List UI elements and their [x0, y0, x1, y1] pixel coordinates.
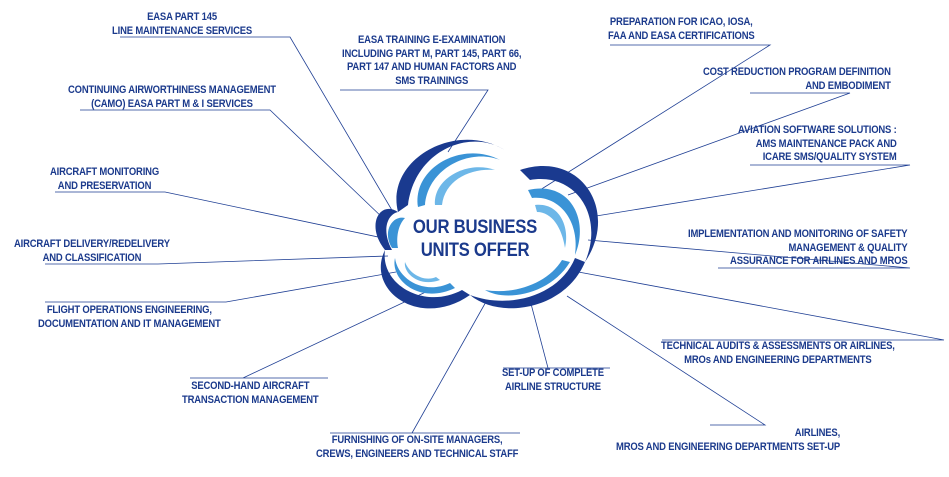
label-line: INCLUDING PART M, PART 145, PART 66, — [342, 47, 522, 60]
connector-line — [330, 299, 520, 434]
label-line: AMS MAINTENANCE PACK AND — [755, 137, 897, 150]
label-aircraft-delivery: AIRCRAFT DELIVERY/REDELIVERY AND CLASSIF… — [14, 238, 170, 265]
label-line: MROs AND ENGINEERING DEPARTMENTS — [684, 353, 872, 366]
center-title-line: OUR BUSINESS — [412, 217, 538, 238]
label-camo: CONTINUING AIRWORTHINESS MANAGEMENT (CAM… — [68, 84, 276, 111]
connector-line — [539, 44, 772, 191]
label-line: AIRCRAFT DELIVERY/REDELIVERY — [14, 238, 170, 250]
label-line: PART 147 AND HUMAN FACTORS AND — [346, 61, 517, 73]
label-line: CONTINUING AIRWORTHINESS MANAGEMENT — [68, 84, 276, 96]
connector-line — [503, 299, 610, 369]
label-line: MROS AND ENGINEERING DEPARTMENTS SET-UP — [616, 440, 841, 453]
connector-line — [566, 295, 767, 426]
connector-line — [190, 289, 431, 379]
connector-line — [567, 92, 851, 196]
connector-line — [45, 271, 397, 303]
label-technical-audits: TECHNICAL AUDITS & ASSESSMENTS OR AIRLIN… — [661, 340, 895, 367]
label-line: AND PRESERVATION — [57, 179, 152, 192]
label-line: FURNISHING OF ON-SITE MANAGERS, — [331, 434, 503, 446]
connector-line — [55, 191, 384, 239]
label-line: EASA PART 145 — [147, 11, 217, 23]
label-safety-implementation: IMPLEMENTATION AND MONITORING OF SAFETY … — [688, 228, 908, 269]
label-line: COST REDUCTION PROGRAM DEFINITION — [703, 66, 891, 78]
label-line: ASSURANCE FOR AIRLINES AND MROS — [730, 255, 908, 267]
label-line: SMS TRAININGS — [395, 74, 469, 87]
center-title: OUR BUSINESS UNITS OFFER — [405, 216, 546, 262]
label-line: TRANSACTION MANAGEMENT — [182, 393, 319, 406]
connector-line — [340, 89, 489, 153]
label-line: FLIGHT OPERATIONS ENGINEERING, — [46, 304, 212, 316]
label-airlines-mros-setup: AIRLINES, MROS AND ENGINEERING DEPARTMEN… — [616, 427, 840, 454]
label-line: IMPLEMENTATION AND MONITORING OF SAFETY — [688, 228, 908, 240]
label-flight-operations: FLIGHT OPERATIONS ENGINEERING, DOCUMENTA… — [38, 304, 221, 331]
label-aircraft-monitoring: AIRCRAFT MONITORING AND PRESERVATION — [50, 166, 159, 193]
label-line: (CAMO) EASA PART M & I SERVICES — [91, 97, 253, 110]
label-easa-training: EASA TRAINING E-EXAMINATION INCLUDING PA… — [342, 34, 522, 88]
label-cost-reduction: COST REDUCTION PROGRAM DEFINITION AND EM… — [703, 66, 891, 93]
label-line: PREPARATION FOR ICAO, IOSA, — [609, 16, 753, 28]
label-second-hand-aircraft: SECOND-HAND AIRCRAFT TRANSACTION MANAGEM… — [182, 380, 319, 407]
label-line: SECOND-HAND AIRCRAFT — [191, 380, 310, 392]
label-line: AIRCRAFT MONITORING — [50, 166, 160, 178]
label-line: CREWS, ENGINEERS AND TECHNICAL STAFF — [316, 447, 519, 460]
label-line: TECHNICAL AUDITS & ASSESSMENTS OR AIRLIN… — [661, 340, 895, 352]
label-line: LINE MAINTENANCE SERVICES — [112, 24, 253, 37]
label-line: AND CLASSIFICATION — [42, 251, 142, 264]
label-line: FAA AND EASA CERTIFICATIONS — [608, 29, 755, 42]
connector-line — [587, 239, 911, 269]
label-line: EASA TRAINING E-EXAMINATION — [358, 34, 506, 46]
connector-line — [45, 255, 389, 265]
label-certifications: PREPARATION FOR ICAO, IOSA, FAA AND EASA… — [608, 16, 755, 43]
label-aviation-software: AVIATION SOFTWARE SOLUTIONS : AMS MAINTE… — [738, 124, 897, 165]
label-furnishing-staff: FURNISHING OF ON-SITE MANAGERS, CREWS, E… — [316, 434, 518, 461]
label-line: AVIATION SOFTWARE SOLUTIONS : — [738, 124, 897, 136]
label-line: MANAGEMENT & QUALITY — [788, 241, 908, 254]
label-line: DOCUMENTATION AND IT MANAGEMENT — [38, 317, 221, 330]
connector-line — [572, 270, 945, 341]
label-airline-structure: SET-UP OF COMPLETE AIRLINE STRUCTURE — [502, 367, 604, 394]
label-easa-part-145: EASA PART 145 LINE MAINTENANCE SERVICES — [112, 11, 252, 38]
label-line: AND EMBODIMENT — [805, 79, 891, 92]
connector-line — [589, 164, 911, 218]
label-line: SET-UP OF COMPLETE — [502, 367, 604, 379]
swirl-cloud-icon — [375, 139, 599, 309]
label-line: AIRLINE STRUCTURE — [504, 380, 601, 393]
connector-line — [120, 36, 394, 213]
label-line: AIRLINES, — [794, 427, 841, 439]
center-title-line: UNITS OFFER — [420, 240, 530, 261]
label-line: ICARE SMS/QUALITY SYSTEM — [762, 151, 897, 163]
connector-line — [80, 109, 386, 221]
